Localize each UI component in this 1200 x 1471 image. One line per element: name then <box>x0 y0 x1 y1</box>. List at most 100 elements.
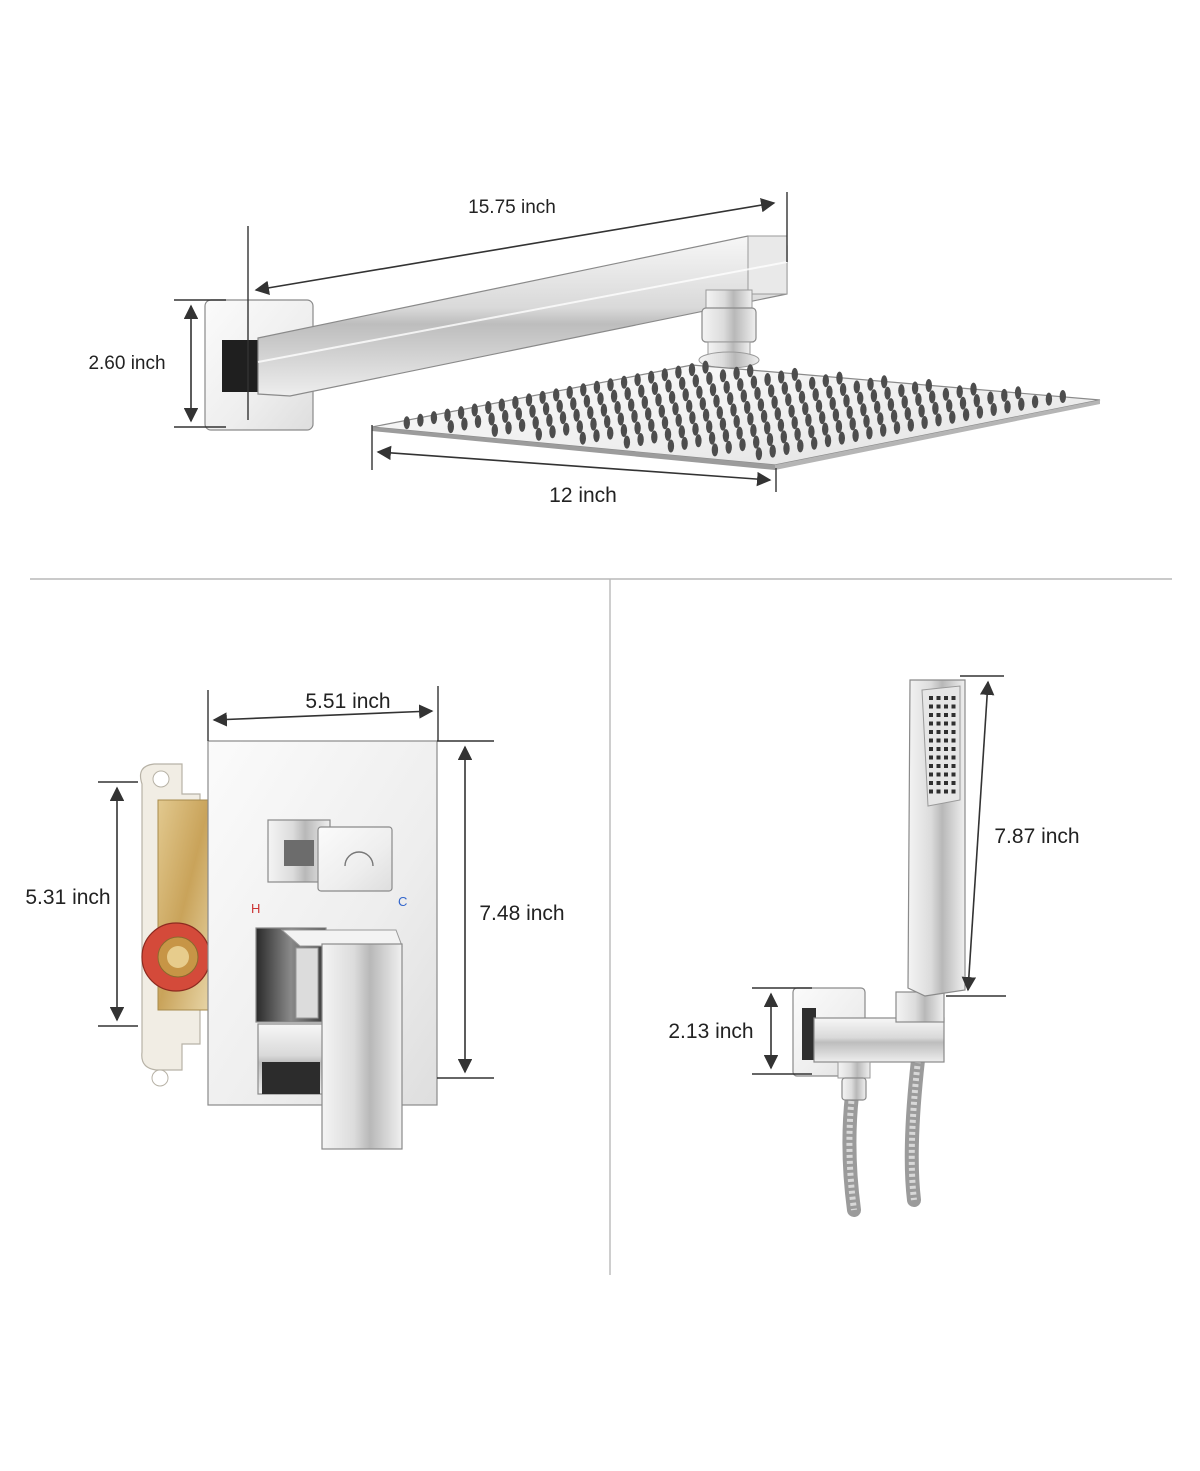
spray-nozzle <box>597 392 604 406</box>
spray-nozzle <box>935 413 942 427</box>
spray-nozzle <box>692 422 699 436</box>
spray-nozzle <box>929 390 936 404</box>
spray-nozzle <box>695 434 702 448</box>
spray-nozzle <box>628 398 635 412</box>
spray-nozzle <box>604 415 611 429</box>
spray-nozzle <box>942 387 950 401</box>
spray-nozzle <box>778 370 785 384</box>
spray-nozzle <box>706 420 713 434</box>
spray-nozzle <box>706 371 713 385</box>
hand-spray-nozzle <box>929 696 933 700</box>
spray-nozzle <box>771 395 778 409</box>
spray-nozzle <box>805 413 812 427</box>
spray-nozzle <box>648 370 655 384</box>
plate-width-dimension: 5.51 inch <box>207 686 439 741</box>
spray-nozzle <box>901 395 908 409</box>
spray-nozzle <box>739 438 746 452</box>
spray-nozzle <box>797 439 804 453</box>
spray-nozzle <box>959 396 967 410</box>
spray-nozzle <box>668 390 676 404</box>
spray-nozzle <box>573 408 580 422</box>
hand-spray-nozzle <box>951 772 956 777</box>
spray-nozzle <box>559 411 567 425</box>
spray-nozzle <box>648 418 655 432</box>
spray-nozzle <box>780 430 787 444</box>
spray-nozzle <box>610 389 618 403</box>
spray-nozzle <box>925 379 932 392</box>
arm-length-label: 15.75 inch <box>468 197 556 218</box>
spray-nozzle <box>815 399 823 413</box>
spray-nozzle <box>553 388 560 402</box>
hand-spray-nozzle <box>944 781 948 785</box>
spray-nozzle <box>686 399 693 413</box>
spray-nozzle <box>846 405 853 419</box>
spray-nozzle <box>658 404 665 418</box>
spray-nozzle <box>620 424 628 437</box>
arm-length-dimension: 15.75 inch <box>247 192 788 420</box>
spray-nozzle <box>556 399 563 413</box>
spray-nozzle <box>579 431 586 445</box>
spray-nozzle <box>587 406 594 420</box>
spray-nozzle <box>590 417 597 431</box>
spray-nozzle <box>583 394 591 408</box>
spray-nozzle <box>781 381 788 395</box>
hand-spray-nozzle <box>951 755 956 760</box>
spray-nozzle <box>744 400 751 414</box>
spray-nozzle <box>719 417 727 431</box>
spray-nozzle <box>893 421 901 435</box>
spray-nozzle <box>757 398 765 412</box>
spray-nozzle <box>651 430 658 444</box>
spray-nozzle <box>664 427 672 441</box>
spray-nozzle <box>829 397 836 410</box>
spray-nozzle <box>795 379 802 393</box>
spray-nozzle <box>890 409 898 423</box>
shower-hose <box>842 1053 925 1217</box>
spray-nozzle <box>733 366 740 380</box>
spray-nozzle <box>898 384 905 398</box>
spray-nozzle <box>617 412 624 426</box>
spray-nozzle <box>783 442 790 455</box>
spray-nozzle <box>798 390 806 404</box>
plate-width-label: 5.51 inch <box>305 690 390 713</box>
spray-nozzle <box>1059 390 1067 403</box>
hand-spray-nozzle <box>944 721 948 726</box>
spray-nozzle <box>600 403 608 417</box>
spray-nozzle <box>753 435 760 449</box>
hand-spray-nozzle <box>944 704 948 709</box>
spray-nozzle <box>682 388 689 402</box>
spray-nozzle <box>563 422 570 436</box>
spray-nozzle <box>802 402 809 416</box>
spray-nozzle <box>774 407 781 421</box>
spray-nozzle <box>549 425 556 439</box>
valve-assembly: H C 5.51 inch <box>25 686 565 1150</box>
spray-nozzle <box>512 396 519 409</box>
hand-spray-nozzle <box>936 713 941 717</box>
spray-nozzle <box>832 408 840 422</box>
hand-spray-nozzle <box>929 772 933 777</box>
spray-nozzle <box>921 416 928 429</box>
spray-nozzle <box>791 416 798 430</box>
hand-shower-assembly: 7.87 inch 2.13 inch <box>668 675 1080 1217</box>
spray-nozzle <box>614 401 621 414</box>
hand-spray-nozzle <box>944 730 948 734</box>
hand-spray-nozzle <box>944 738 948 743</box>
spray-nozzle <box>1001 388 1008 402</box>
spray-nozzle <box>631 409 638 423</box>
flange-height-label: 2.60 inch <box>88 353 165 374</box>
spray-nozzle <box>645 407 652 421</box>
spray-nozzle <box>973 394 980 408</box>
spray-nozzle <box>525 393 533 407</box>
spray-nozzle <box>884 386 891 400</box>
spray-nozzle <box>867 377 874 391</box>
spray-nozzle <box>768 384 775 398</box>
hand-spray-nozzle <box>929 789 933 794</box>
spray-nozzle <box>539 390 546 404</box>
spray-nozzle <box>747 412 754 426</box>
spray-nozzle <box>667 439 675 453</box>
spray-nozzle <box>777 418 785 432</box>
hot-mark: H <box>251 901 260 916</box>
spray-nozzle <box>699 397 706 411</box>
spray-nozzle <box>785 393 792 407</box>
hand-spray-nozzle <box>944 713 948 717</box>
